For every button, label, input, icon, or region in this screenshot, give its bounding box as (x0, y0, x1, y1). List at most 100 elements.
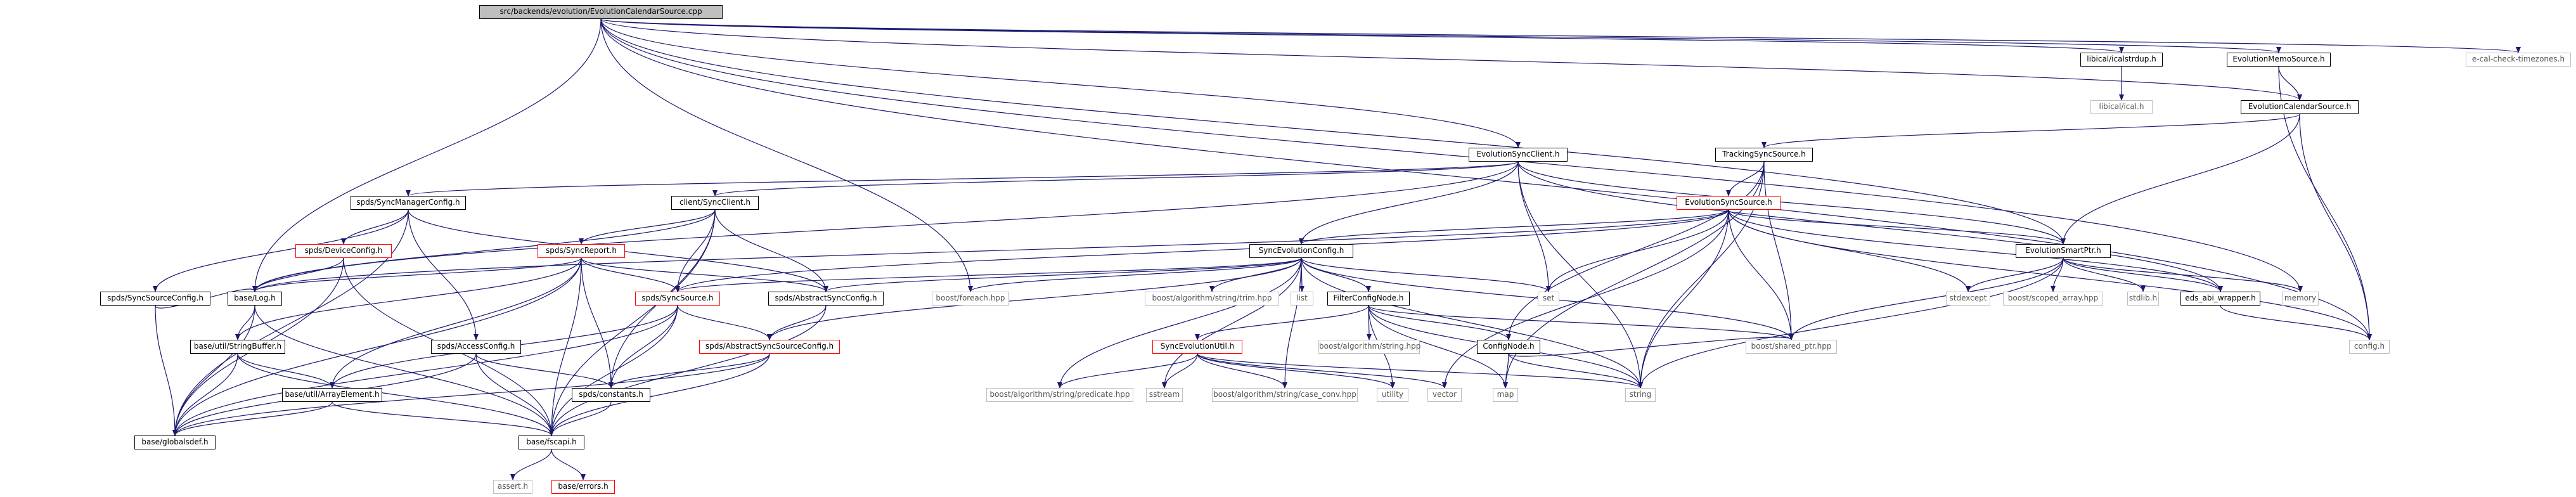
edge-root-evolution_calendar_source (600, 18, 2302, 101)
edge-array_element-base_fscapi (332, 401, 554, 436)
edge-evolution_sync_source-stdexcept (1728, 209, 1971, 292)
node-base-globalsdef[interactable]: base/globalsdef.h (134, 436, 216, 449)
node-array-element[interactable]: base/util/ArrayElement.h (282, 388, 382, 402)
node-evolution-smart-ptr[interactable]: EvolutionSmartPtr.h (2016, 244, 2111, 258)
edge-tracking_sync_source-config_node (1506, 161, 1765, 340)
edge-spds_sync_source-abstract_sync_source_config (677, 305, 772, 340)
edge-evolution_smart_ptr-stdexcept (1966, 257, 2064, 292)
node-base-log[interactable]: base/Log.h (228, 292, 282, 306)
edge-root-evolution_memo_source (600, 18, 2281, 53)
edge-spds_constants-base_fscapi (549, 401, 612, 436)
edge-string_buffer-base_fscapi (237, 353, 554, 436)
node-memory: memory (2282, 292, 2319, 306)
node-boost-foreach: boost/foreach.hpp (932, 292, 1009, 306)
node-evolution-sync-source[interactable]: EvolutionSyncSource.h (1677, 196, 1781, 210)
edge-evolution_calendar_source-tracking_sync_source (1761, 113, 2300, 148)
node-sync-evolution-config[interactable]: SyncEvolutionConfig.h (1249, 244, 1353, 258)
node-libical-icalstrdup[interactable]: libical/icalstrdup.h (2080, 53, 2163, 67)
edge-sync_report-string_buffer (235, 257, 582, 340)
edge-sync_report-base_log (252, 257, 582, 292)
edge-evolution_sync_source-evolution_smart_ptr (1728, 209, 2066, 245)
edge-array_element-base_globalsdef (172, 401, 333, 436)
edge-sync_evolution_config-string (1301, 257, 1643, 389)
edge-spds_sync_source-spds_constants (609, 305, 678, 389)
edge-sync_evolution_config-sstream (1162, 257, 1302, 389)
node-eds-abi-wrapper[interactable]: eds_abi_wrapper.h (2180, 292, 2260, 306)
edge-evolution_sync_client-sync_manager_config (406, 161, 1519, 197)
node-abstract-sync-config[interactable]: spds/AbstractSyncConfig.h (768, 292, 884, 306)
edge-evolution_sync_source-eds_abi_wrapper (1728, 209, 2223, 292)
node-tracking-sync-source[interactable]: TrackingSyncSource.h (1715, 148, 1813, 162)
node-libical-ical: libical/ical.h (2090, 100, 2153, 114)
edge-evolution_sync_source-boost_shared_ptr (1728, 209, 1794, 340)
edge-abstract_sync_source_config-base_fscapi (549, 353, 770, 436)
node-device-config[interactable]: spds/DeviceConfig.h (295, 244, 392, 258)
edge-sync_evolution_util-boost_predicate (1057, 353, 1198, 389)
node-boost-trim: boost/algorithm/string/trim.hpp (1145, 292, 1279, 306)
edge-sync_evolution_util-vector (1197, 353, 1447, 389)
edge-evolution_calendar_source-evolution_smart_ptr (2061, 113, 2300, 245)
node-config-h: config.h (2349, 340, 2390, 354)
edge-abstract_sync_source_config-base_globalsdef (172, 353, 770, 436)
edge-tracking_sync_source-boost_shared_ptr (1763, 161, 1794, 340)
edge-base_fscapi-base_errors (551, 449, 586, 481)
node-root: src/backends/evolution/EvolutionCalendar… (479, 5, 723, 19)
edge-sync_report-array_element (330, 257, 582, 389)
node-spds-constants[interactable]: spds/constants.h (572, 388, 650, 402)
node-access-config[interactable]: spds/AccessConfig.h (431, 340, 521, 354)
edge-tracking_sync_source-evolution_sync_source (1726, 161, 1765, 197)
node-base-fscapi[interactable]: base/fscapi.h (518, 436, 584, 449)
edge-root-config_h (600, 18, 2372, 340)
node-client-sync-client[interactable]: client/SyncClient.h (671, 196, 759, 210)
edge-sync_report-abstract_sync_config (581, 257, 828, 292)
edge-evolution_sync_source-set (1546, 209, 1729, 292)
edge-sync_manager_config-device_config (341, 209, 409, 245)
edge-sync_manager_config-access_config (408, 209, 479, 340)
edge-abstract_sync_config-abstract_sync_source_config (767, 305, 827, 340)
edge-access_config-spds_constants (475, 353, 614, 389)
node-list: list (1291, 292, 1313, 306)
node-evolution-sync-client[interactable]: EvolutionSyncClient.h (1469, 148, 1568, 162)
edge-evolution_sync_source-base_log (252, 209, 1729, 292)
edge-sync_report-spds_constants (581, 257, 614, 389)
edge-root-evolution_smart_ptr (600, 18, 2066, 245)
edge-access_config-base_fscapi (475, 353, 554, 436)
edge-sync_evolution_config-abstract_sync_config (823, 257, 1302, 292)
edge-evolution_sync_client-eds_abi_wrapper (1517, 161, 2223, 292)
edge-evolution_sync_client-client_sync_client (712, 161, 1519, 197)
node-sync-manager-config[interactable]: spds/SyncManagerConfig.h (351, 196, 466, 210)
node-spds-sync-source[interactable]: spds/SyncSource.h (635, 292, 720, 306)
edge-evolution_smart_ptr-string (1638, 257, 2064, 389)
edge-base_log-base_fscapi (254, 305, 554, 436)
edge-client_sync_client-base_log (252, 209, 716, 292)
edge-client_sync_client-spds_sync_source (675, 209, 716, 292)
node-config-node[interactable]: ConfigNode.h (1477, 340, 1540, 354)
edge-evolution_smart_ptr-memory (2063, 257, 2303, 292)
edge-evolution_sync_client-sync_evolution_config (1299, 161, 1519, 245)
node-sync-report[interactable]: spds/SyncReport.h (538, 244, 625, 258)
node-sync-source-config[interactable]: spds/SyncSourceConfig.h (100, 292, 210, 306)
node-map: map (1493, 388, 1518, 402)
edge-evolution_smart_ptr-stdlib (2063, 257, 2146, 292)
node-evolution-memo-source[interactable]: EvolutionMemoSource.h (2227, 53, 2331, 67)
node-assert: assert.h (493, 480, 532, 494)
node-string-buffer[interactable]: base/util/StringBuffer.h (190, 340, 285, 354)
edge-eds_abi_wrapper-config_h (2220, 305, 2372, 340)
edge-sync_evolution_config-boost_foreach (968, 257, 1302, 292)
node-sync-evolution-util[interactable]: SyncEvolutionUtil.h (1152, 340, 1242, 354)
node-abstract-sync-source-config[interactable]: spds/AbstractSyncSourceConfig.h (699, 340, 840, 354)
edge-string_buffer-array_element (237, 353, 335, 389)
node-base-errors[interactable]: base/errors.h (551, 480, 615, 494)
edge-root-ecal_check_timezones (600, 18, 2520, 53)
node-sstream: sstream (1146, 388, 1183, 402)
node-filter-config-node[interactable]: FilterConfigNode.h (1327, 292, 1410, 306)
edge-sync_evolution_util-sstream (1162, 353, 1198, 389)
edge-evolution_sync_source-string (1638, 209, 1729, 389)
edge-sync_evolution_config-spds_sync_source (675, 257, 1302, 292)
node-set: set (1538, 292, 1559, 306)
node-evolution-calendar-source[interactable]: EvolutionCalendarSource.h (2241, 100, 2359, 114)
node-stdexcept: stdexcept (1946, 292, 1990, 306)
edge-filter_config_node-sync_evolution_util (1195, 305, 1369, 340)
